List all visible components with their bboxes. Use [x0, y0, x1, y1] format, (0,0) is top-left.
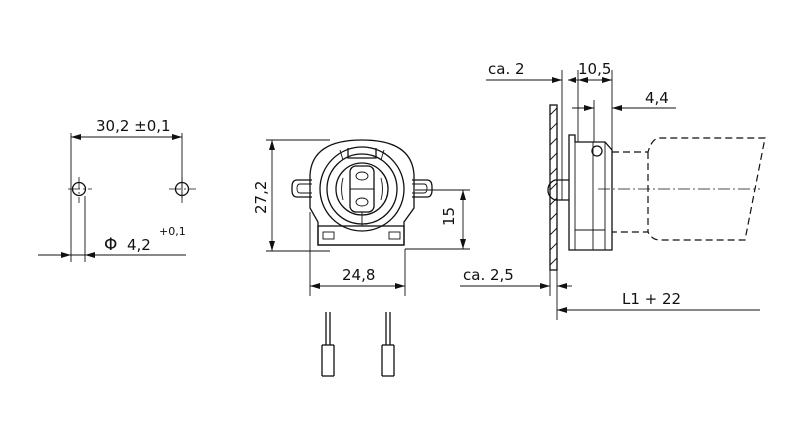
d4-4-label: 4,4 — [645, 89, 669, 107]
hole-diameter-symbol: Φ — [104, 235, 117, 255]
holder-housing — [309, 139, 415, 246]
connection-wires — [321, 312, 395, 377]
hole-pattern-view: 30,2 ±0,1 Φ 4,2 +0,1 — [38, 117, 196, 262]
l1-22-label: L1 + 22 — [622, 290, 681, 308]
side-view: ca. 2 10,5 4,4 ca. 2,5 L1 + 22 — [460, 60, 766, 320]
ca2-5-label: ca. 2,5 — [463, 266, 514, 284]
hole-spacing-label: 30,2 ±0,1 — [96, 117, 171, 135]
d10-5-label: 10,5 — [578, 60, 611, 78]
width-label: 24,8 — [342, 266, 375, 284]
hole-diameter-label: 4,2 — [127, 236, 151, 254]
hole-diameter-tolerance: +0,1 — [159, 225, 186, 238]
center-height-label: 15 — [440, 207, 458, 226]
mounting-ear-left — [291, 179, 312, 198]
mounting-panel — [549, 104, 558, 271]
base-plate — [317, 225, 405, 246]
panel-clip — [547, 179, 569, 201]
rotor-outer — [319, 146, 405, 232]
mounting-ear-right — [412, 179, 433, 198]
holder-body-side — [568, 134, 613, 251]
ca2-label: ca. 2 — [488, 60, 525, 78]
height-label: 27,2 — [252, 181, 270, 214]
front-view: 27,2 15 — [252, 139, 470, 377]
